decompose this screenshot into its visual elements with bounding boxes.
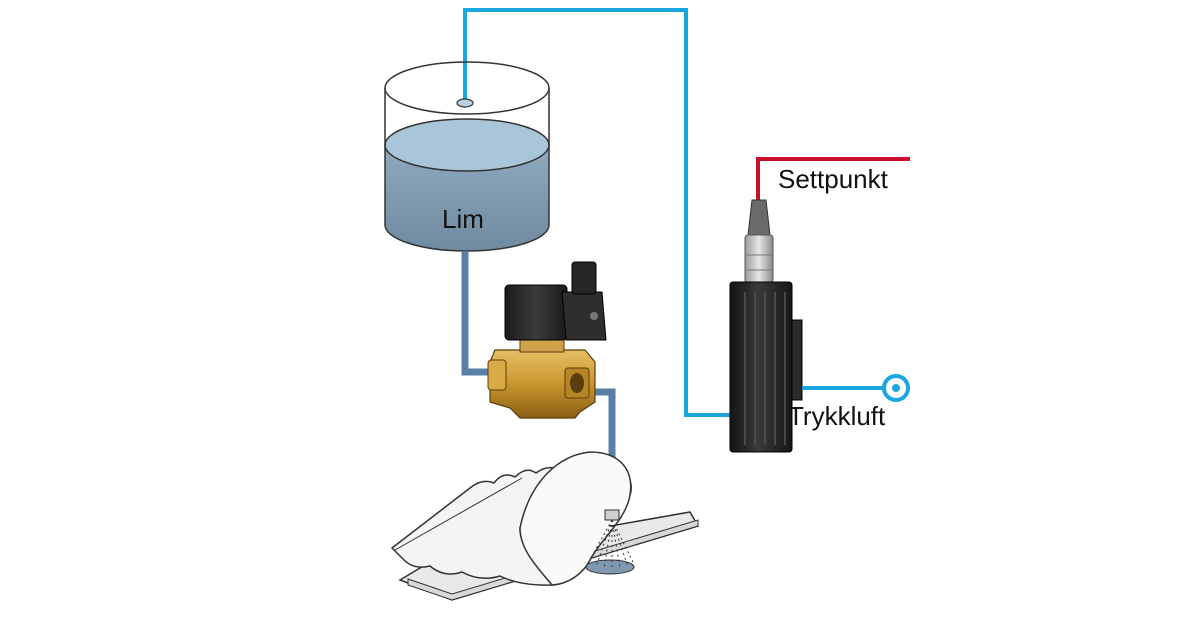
spray-cone: [586, 519, 635, 569]
air-label: Trykkluft: [788, 401, 886, 431]
setpoint-label: Settpunkt: [778, 164, 889, 194]
solenoid-valve: [487, 261, 607, 419]
tank-air-inlet: [456, 98, 474, 108]
air-inlet-port-icon: [882, 374, 910, 402]
glue-tank: Lim: [384, 61, 550, 252]
tank-label: Lim: [442, 204, 484, 234]
glue-spray-spot: [585, 559, 635, 575]
pressure-regulator: [729, 199, 803, 453]
paper-curl: [519, 451, 632, 586]
paper-substrate: [390, 451, 700, 601]
setpoint-line: [756, 157, 910, 200]
air-supply-line: [463, 8, 735, 417]
spray-nozzle: [585, 509, 635, 575]
